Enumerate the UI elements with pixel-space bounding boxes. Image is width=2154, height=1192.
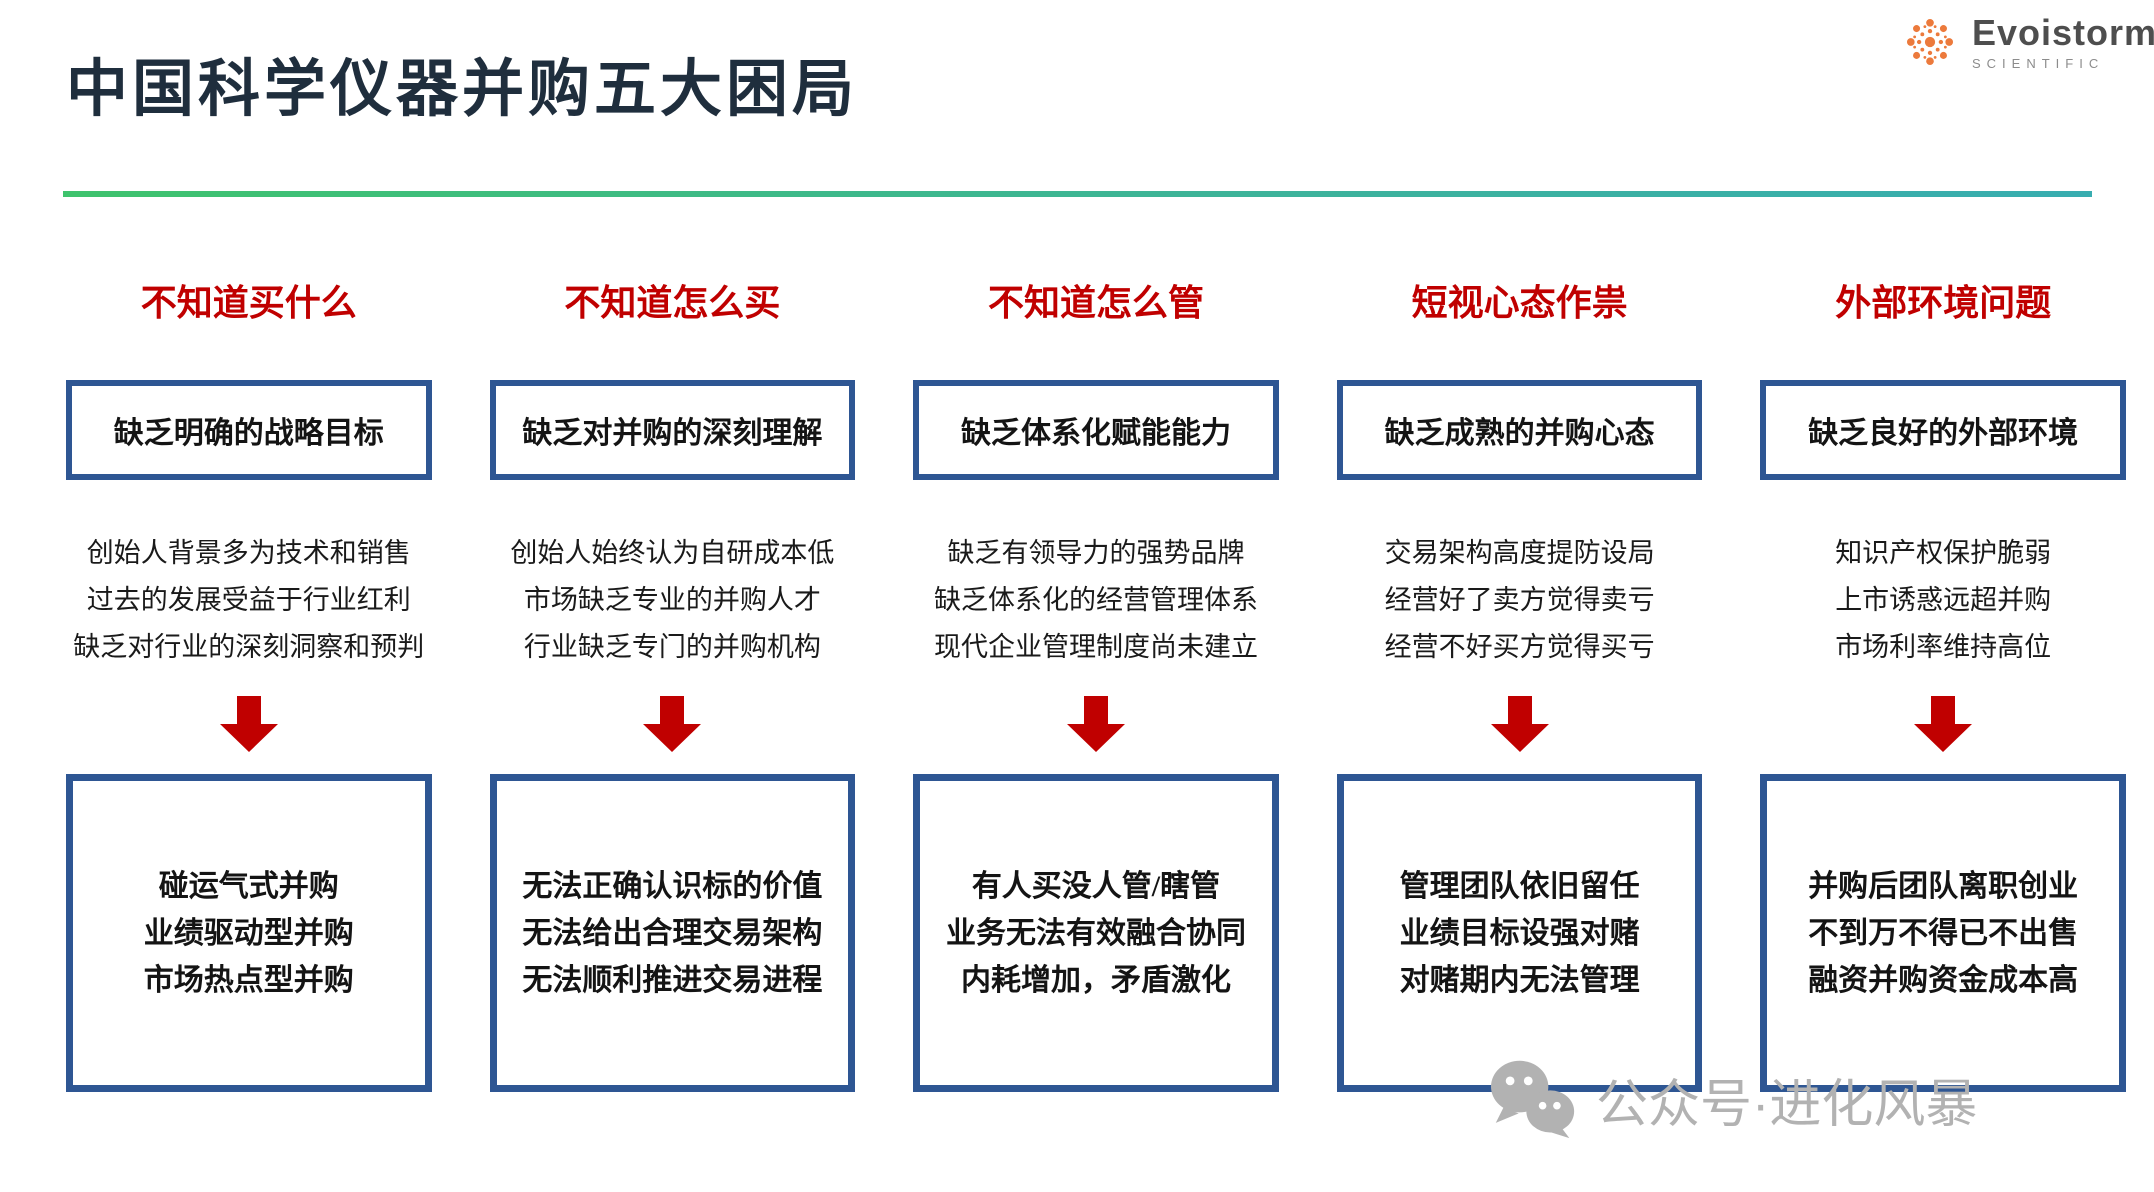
cause-line: 市场利率维持高位 — [1835, 632, 2052, 662]
consequence-box: 有人买没人管/瞎管 业务无法有效融合协同 内耗增加，矛盾激化 — [913, 774, 1279, 1092]
consequence-line: 无法顺利推进交易进程 — [522, 963, 823, 997]
consequence-line: 业绩驱动型并购 — [143, 916, 354, 950]
consequence-line: 不到万不得已不出售 — [1808, 916, 2079, 950]
logo-text: Evoistorm SCIENTIFIC — [1972, 11, 2154, 71]
down-arrow-icon — [1066, 696, 1125, 752]
down-arrow-icon — [1490, 696, 1549, 752]
consequence-box: 管理团队依旧留任 业绩目标设强对赌 对赌期内无法管理 — [1336, 774, 1703, 1092]
watermark: 公众号·进化风暴 — [1486, 1056, 1977, 1142]
down-arrow-icon — [219, 696, 278, 752]
cause-list: 创始人背景多为技术和销售 过去的发展受益于行业红利 缺乏对行业的深刻洞察和预判 — [52, 530, 446, 671]
cause-line: 上市诱惑远超并购 — [1835, 585, 2052, 615]
problem-label: 缺乏良好的外部环境 — [1808, 417, 2079, 450]
cause-line: 过去的发展受益于行业红利 — [86, 585, 411, 615]
consequence-line: 融资并购资金成本高 — [1808, 963, 2079, 997]
column-title: 短视心态作祟 — [1411, 283, 1628, 323]
column-title: 不知道买什么 — [140, 283, 357, 323]
cause-line: 缺乏体系化的经营管理体系 — [933, 585, 1258, 615]
problem-label: 缺乏体系化赋能能力 — [960, 417, 1231, 450]
logo-subtitle: SCIENTIFIC — [1972, 55, 2105, 71]
consequence-line: 碰运气式并购 — [158, 869, 339, 903]
brand-logo: Evoistorm SCIENTIFIC — [1898, 10, 2154, 74]
consequence-line: 市场热点型并购 — [143, 963, 354, 997]
cause-list: 缺乏有领导力的强势品牌 缺乏体系化的经营管理体系 现代企业管理制度尚未建立 — [899, 530, 1293, 671]
column-1: 不知道买什么 缺乏明确的战略目标 创始人背景多为技术和销售 过去的发展受益于行业… — [66, 272, 432, 1094]
consequence-line: 无法正确认识标的价值 — [522, 869, 823, 903]
column-2: 不知道怎么买 缺乏对并购的深刻理解 创始人始终认为自研成本低 市场缺乏专业的并购… — [489, 272, 856, 1094]
logo-brand: Evoistorm — [1972, 11, 2154, 53]
watermark-text: 公众号·进化风暴 — [1596, 1075, 1978, 1134]
column-title: 不知道怎么买 — [564, 283, 781, 323]
cause-list: 创始人始终认为自研成本低 市场缺乏专业的并购人才 行业缺乏专门的并购机构 — [476, 530, 870, 671]
down-arrow-icon — [1914, 696, 1973, 752]
consequence-line: 并购后团队离职创业 — [1808, 869, 2079, 903]
cause-line: 市场缺乏专业的并购人才 — [523, 585, 821, 615]
starburst-icon — [1898, 10, 1962, 74]
down-arrow-icon — [643, 696, 702, 752]
cause-line: 经营不好买方觉得买亏 — [1384, 632, 1655, 662]
column-5: 外部环境问题 缺乏良好的外部环境 知识产权保护脆弱 上市诱惑远超并购 市场利率维… — [1760, 272, 2126, 1094]
problem-label: 缺乏成熟的并购心态 — [1384, 417, 1655, 450]
problem-box: 缺乏良好的外部环境 — [1760, 380, 2126, 480]
problem-box: 缺乏体系化赋能能力 — [913, 380, 1279, 480]
cause-line: 创始人背景多为技术和销售 — [86, 538, 411, 568]
consequence-box: 并购后团队离职创业 不到万不得已不出售 融资并购资金成本高 — [1760, 774, 2126, 1092]
consequence-line: 有人买没人管/瞎管 — [971, 869, 1221, 903]
cause-line: 缺乏对行业的深刻洞察和预判 — [73, 632, 425, 662]
consequence-line: 管理团队依旧留任 — [1399, 869, 1640, 903]
cause-line: 缺乏有领导力的强势品牌 — [947, 538, 1245, 568]
cause-line: 交易架构高度提防设局 — [1384, 538, 1655, 568]
cause-list: 交易架构高度提防设局 经营好了卖方觉得卖亏 经营不好买方觉得买亏 — [1323, 530, 1717, 671]
wechat-icon — [1486, 1056, 1582, 1142]
page-title: 中国科学仪器并购五大困局 — [66, 56, 859, 124]
cause-line: 知识产权保护脆弱 — [1835, 538, 2052, 568]
consequence-line: 业绩目标设强对赌 — [1399, 916, 1640, 950]
problem-label: 缺乏对并购的深刻理解 — [522, 417, 823, 450]
problem-box: 缺乏对并购的深刻理解 — [489, 380, 856, 480]
cause-line: 行业缺乏专门的并购机构 — [523, 632, 821, 662]
column-3: 不知道怎么管 缺乏体系化赋能能力 缺乏有领导力的强势品牌 缺乏体系化的经营管理体… — [913, 272, 1279, 1094]
problem-label: 缺乏明确的战略目标 — [113, 417, 384, 450]
cause-line: 现代企业管理制度尚未建立 — [933, 632, 1258, 662]
cause-line: 创始人始终认为自研成本低 — [510, 538, 835, 568]
column-title: 外部环境问题 — [1835, 283, 2052, 323]
consequence-box: 碰运气式并购 业绩驱动型并购 市场热点型并购 — [66, 774, 432, 1092]
cause-line: 经营好了卖方觉得卖亏 — [1384, 585, 1655, 615]
dilemma-columns: 不知道买什么 缺乏明确的战略目标 创始人背景多为技术和销售 过去的发展受益于行业… — [66, 272, 2126, 1094]
column-title: 不知道怎么管 — [987, 283, 1204, 323]
consequence-box: 无法正确认识标的价值 无法给出合理交易架构 无法顺利推进交易进程 — [489, 774, 856, 1092]
problem-box: 缺乏明确的战略目标 — [66, 380, 432, 480]
problem-box: 缺乏成熟的并购心态 — [1336, 380, 1703, 480]
title-divider — [63, 191, 2092, 197]
consequence-line: 业务无法有效融合协同 — [945, 916, 1246, 950]
consequence-line: 内耗增加，矛盾激化 — [960, 963, 1231, 997]
cause-list: 知识产权保护脆弱 上市诱惑远超并购 市场利率维持高位 — [1746, 530, 2140, 671]
column-4: 短视心态作祟 缺乏成熟的并购心态 交易架构高度提防设局 经营好了卖方觉得卖亏 经… — [1336, 272, 1703, 1094]
consequence-line: 对赌期内无法管理 — [1399, 963, 1640, 997]
consequence-line: 无法给出合理交易架构 — [522, 916, 823, 950]
